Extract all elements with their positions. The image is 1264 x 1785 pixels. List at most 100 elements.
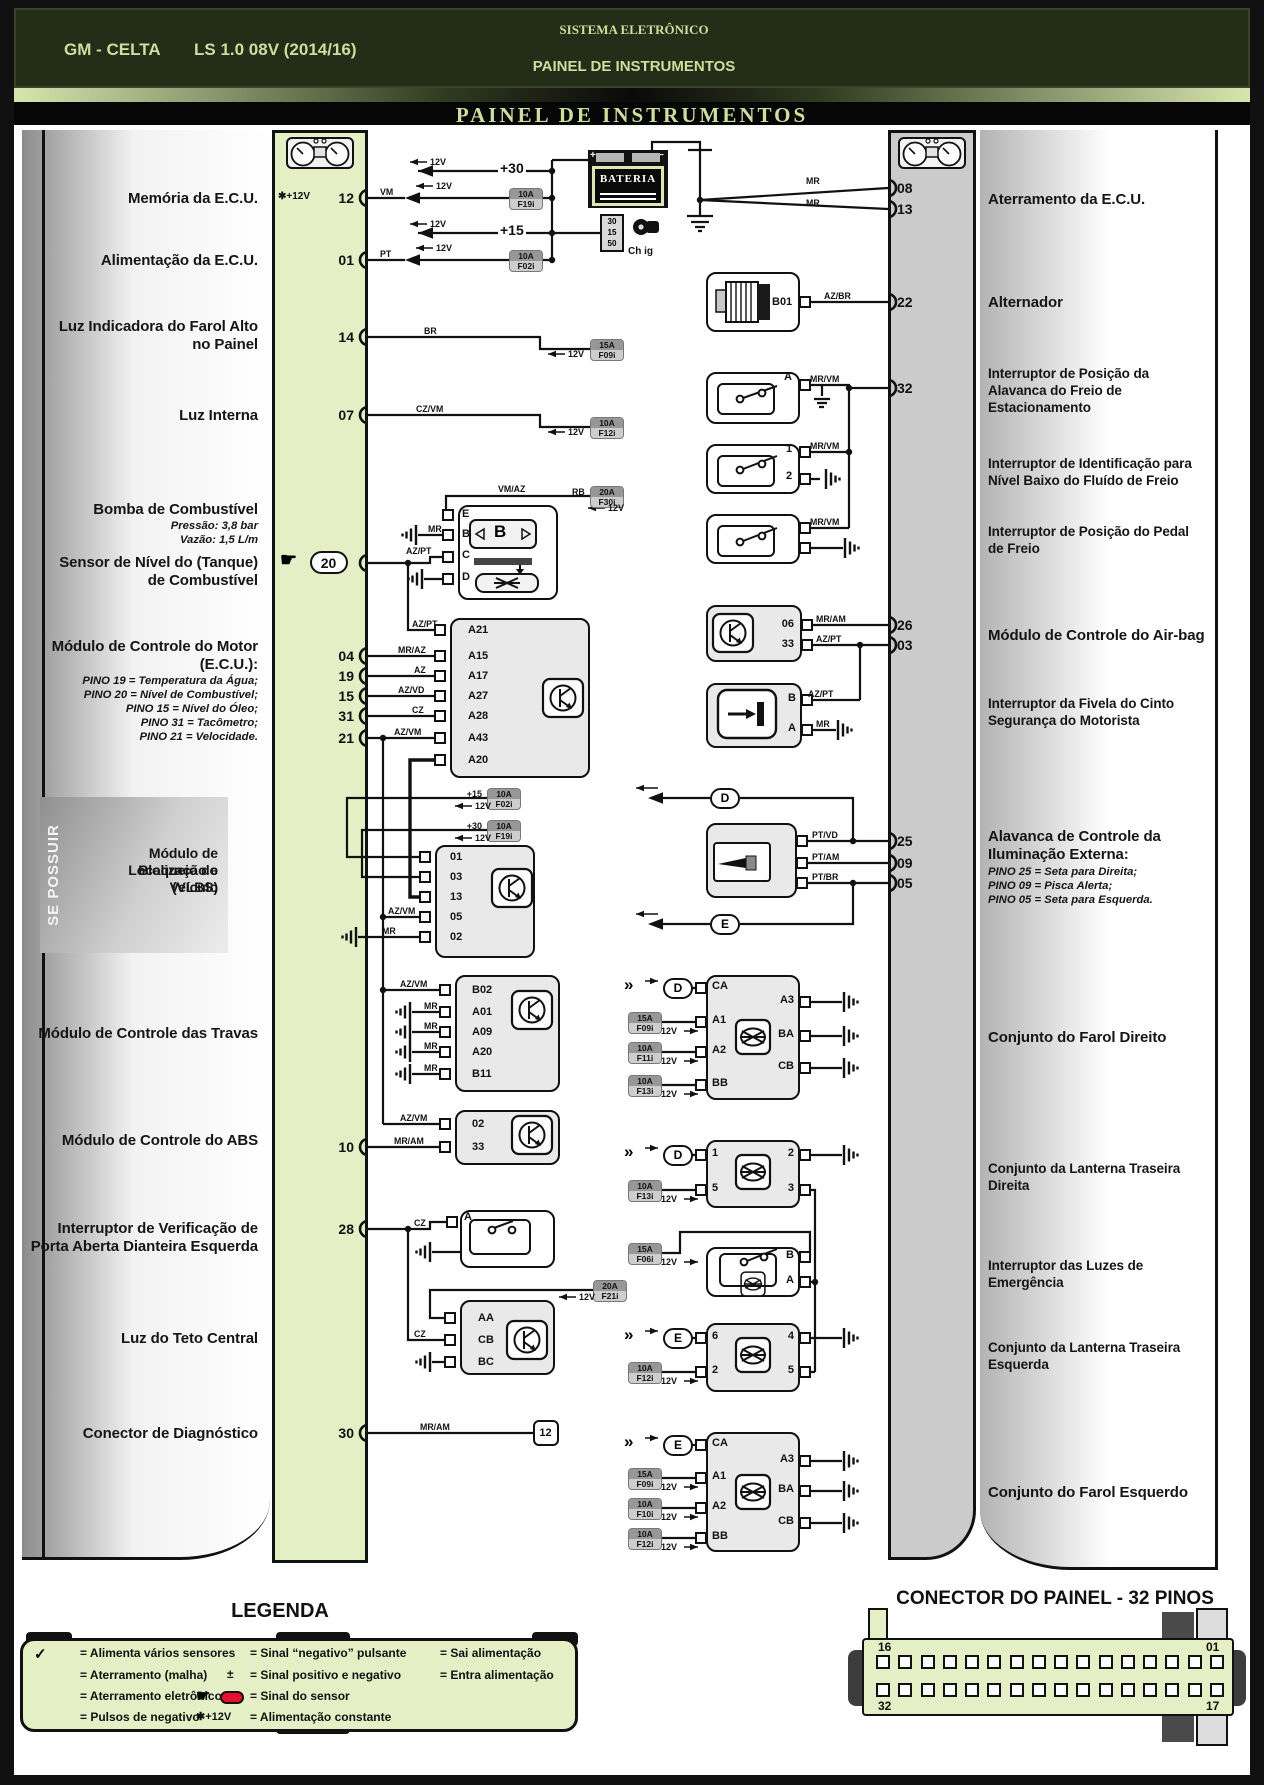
header-gradient-stripe — [14, 88, 1250, 102]
lte-pin: 5 — [787, 1364, 794, 1376]
fuse-id: F06i — [636, 1254, 654, 1264]
pin-31: 31 — [338, 708, 354, 724]
fd-pin: A2 — [712, 1044, 727, 1056]
fuse-id: F10i — [636, 1509, 654, 1519]
wire-label: MR — [816, 719, 830, 729]
fuse-rating: 10A — [510, 189, 542, 199]
pump-pin: C — [462, 549, 470, 561]
fe-pin: BB — [712, 1530, 728, 1542]
fuse-rating: 20A — [594, 1281, 626, 1291]
wire-label: BR — [424, 326, 437, 336]
battery-terminal-right — [632, 153, 660, 162]
connector-pin — [920, 1655, 935, 1669]
pin-21: 21 — [338, 730, 354, 746]
fd-pin: CB — [778, 1060, 794, 1072]
pin-13: 13 — [897, 201, 913, 217]
wire-label: PT — [380, 249, 392, 259]
pin-26: 26 — [897, 617, 913, 633]
wire-label: AZ/PT — [406, 546, 432, 556]
v12-label: 12V — [661, 1542, 678, 1552]
label-freio-3: Estacionamento — [988, 400, 1091, 415]
abs-pin: 33 — [472, 1141, 485, 1153]
travas-pin: B11 — [472, 1068, 492, 1080]
airbag-module — [706, 605, 802, 662]
ecu-pin: A28 — [468, 710, 489, 722]
fuse-id: F09i — [636, 1023, 654, 1033]
v12-label: 12V — [430, 219, 447, 229]
travas-pin: A09 — [472, 1026, 493, 1038]
fe-pin: CA — [712, 1437, 728, 1449]
wire-label: AZ/VM — [400, 979, 428, 989]
wire-label: VM/AZ — [498, 484, 526, 494]
connector-pin — [1165, 1655, 1180, 1669]
wire-label: MR/VM — [810, 374, 840, 384]
ecu-pin: A21 — [468, 624, 489, 636]
label-alavanca-2: Iluminação Externa: — [988, 846, 1129, 863]
fuse-rating: 10A — [591, 418, 623, 428]
fuse-id: F12i — [598, 428, 616, 438]
fuse-rating: 15A — [591, 340, 623, 350]
pin-09: 09 — [897, 855, 913, 871]
ignition-key-label: Ch ig — [628, 246, 653, 257]
connector-pin — [987, 1683, 1002, 1697]
fd-pin: CA — [712, 980, 728, 992]
connector-pin — [987, 1655, 1002, 1669]
ltd-pin: 5 — [712, 1182, 719, 1194]
wire-label: MR — [428, 524, 442, 534]
power-in-chevron: » — [624, 1325, 634, 1344]
battery-label: BATERIA — [599, 173, 657, 185]
wire-label: AZ/PT — [816, 634, 842, 644]
power-in-chevron: » — [624, 1432, 634, 1451]
fuse-rating: 20A — [591, 487, 623, 497]
label-pino31: PINO 31 = Tacômetro; — [140, 717, 258, 729]
lighting-lever — [706, 823, 797, 898]
lte-pin: 6 — [712, 1330, 719, 1342]
connector-pin — [1209, 1683, 1224, 1697]
connector-bubble-E: E — [663, 1328, 693, 1349]
v12-label: 12V — [475, 833, 492, 843]
ignition-30: 30 — [607, 217, 617, 226]
connector-pin01-label: 01 — [1206, 1640, 1220, 1654]
v12-label: 12V — [568, 349, 585, 359]
page-title-band: PAINEL DE INSTRUMENTOS — [14, 102, 1250, 127]
vlbs-callout: SE POSSUIR Módulo de Localização e Bloqu… — [40, 797, 228, 953]
label-alavanca-pino05: PINO 05 = Seta para Esquerda. — [988, 894, 1153, 906]
wire-label: CZ — [414, 1218, 426, 1228]
label-abs: Módulo de Controle do ABS — [61, 1132, 258, 1149]
lte-pin: 4 — [787, 1330, 794, 1342]
sensor-signal-icon — [220, 1691, 244, 1704]
connector-bubble-D: D — [710, 788, 740, 809]
frame-left — [0, 0, 14, 1785]
diagnostic-connector-icon: 12 — [533, 1420, 559, 1446]
fuse-id: F19i — [495, 831, 513, 841]
connector-pin — [1009, 1655, 1024, 1669]
wire-label: MR/AM — [394, 1136, 424, 1146]
battery: + − BATERIA — [588, 150, 668, 208]
label-bomba: Bomba de Combustível — [93, 501, 258, 518]
connector-pin32-label: 32 — [878, 1699, 892, 1713]
belt-pin: B — [788, 692, 796, 704]
panel-connector-title: CONECTOR DO PAINEL - 32 PINOS — [896, 1588, 1214, 1609]
v12-label: 12V — [579, 1292, 596, 1302]
wire-label: CZ — [412, 705, 424, 715]
label-pino15: PINO 15 = Nível do Óleo; — [125, 703, 258, 715]
ltd-pin: 3 — [787, 1182, 794, 1194]
fuse-id: F09i — [598, 350, 616, 360]
label-alavanca-pino09: PINO 09 = Pisca Alerta; — [988, 880, 1113, 892]
connector-pin — [1165, 1683, 1180, 1697]
pin-01: 01 — [338, 252, 354, 268]
legend-item: = Sinal positivo e negativo — [250, 1668, 402, 1682]
vlbs-pin: 02 — [450, 931, 463, 943]
legend-item: = Alimenta vários sensores — [80, 1646, 236, 1660]
label-lanterna-esq-2: Esquerda — [988, 1357, 1049, 1372]
label-cinto-2: Segurança do Motorista — [988, 713, 1140, 728]
battery-terminal-left — [596, 153, 624, 162]
label-farol-alto-2: no Painel — [192, 336, 258, 353]
subsystem-title: PAINEL DE INSTRUMENTOS — [532, 58, 736, 75]
fuse-rating: 10A — [629, 1181, 661, 1191]
